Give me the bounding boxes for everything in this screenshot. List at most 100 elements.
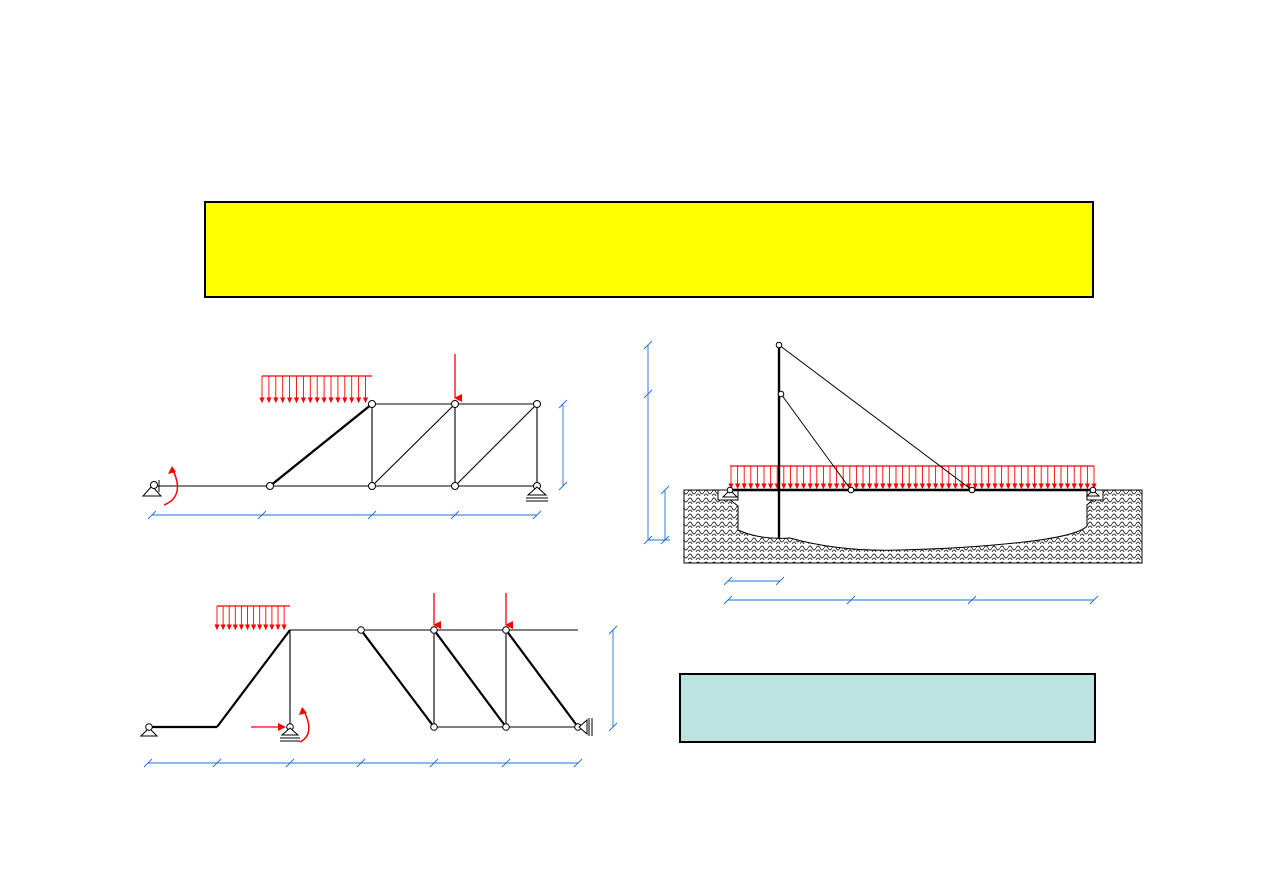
load-arrowhead [259,397,265,404]
load-arrowhead [1078,483,1084,490]
hinge-icon [847,486,855,494]
load-arrowhead [328,397,334,404]
load-arrowhead [232,624,238,631]
load-arrowhead [1065,483,1071,490]
load-arrowhead [919,483,925,490]
load-arrowhead [307,397,313,404]
load-arrowhead [280,397,286,404]
bridge-dimensions [643,340,1099,605]
load-arrowhead [1058,483,1064,490]
load-arrowhead [314,397,320,404]
load-arrowhead [814,483,820,490]
load-arrowhead [1025,483,1031,490]
load-arrowhead [244,624,251,631]
load-arrowhead [873,483,879,490]
load-arrowhead [946,483,952,490]
roller-support-icon [1085,486,1101,497]
load-arrowhead [900,483,906,490]
load-arrowhead [263,624,269,631]
truss-1 [141,354,568,520]
load-arrowhead [269,624,275,631]
hinge-icon [777,390,785,398]
load-arrowhead [741,483,747,490]
load-arrowhead [999,483,1005,490]
horizontal-load-2 [251,723,286,731]
load-arrowhead [840,483,846,490]
load-arrowhead [273,397,279,404]
load-arrowhead [1005,483,1011,490]
load-arrowhead [335,397,341,404]
hinge-icon [451,400,459,408]
load-arrowhead [827,483,833,490]
hinge-icon [968,486,976,494]
load-arrowhead [1084,483,1090,490]
roller-support-icon [526,482,548,502]
load-arrowhead [300,397,306,404]
load-arrowhead [349,397,355,404]
load-arrowhead [972,483,978,490]
load-arrowhead [321,397,327,404]
load-arrowhead [748,483,754,490]
load-arrowhead [913,483,919,490]
load-arrowhead [281,624,287,631]
load-arrowhead [781,483,787,490]
hinge-icon [775,341,783,349]
hinge-icon [533,400,541,408]
load-arrowhead [251,624,257,631]
load-arrowhead [906,483,912,490]
note-box [679,673,1096,743]
load-arrowhead [1012,483,1018,490]
load-arrowhead [1091,483,1097,490]
hinge-icon [502,723,510,731]
load-arrowhead [847,483,853,490]
load-arrowhead [768,483,774,490]
load-arrowhead [992,483,998,490]
load-arrowhead [1051,483,1057,490]
bridge-hinges [775,341,976,494]
distributed-load-1 [259,375,372,404]
load-arrowhead [728,483,734,490]
load-arrowhead [214,624,220,631]
load-arrowhead [761,483,767,490]
hinge-icon [368,400,376,408]
load-arrowhead [807,483,813,490]
hinge-icon [368,482,376,490]
load-arrowhead [926,483,932,490]
hinge-icon [266,482,274,490]
header-box [204,201,1094,298]
load-arrowhead [362,397,369,404]
truss-2 [139,593,618,768]
hinge-icon [357,626,365,634]
load-arrowhead [867,483,873,490]
load-arrowhead [933,483,939,490]
truss-1-hinges [266,400,541,490]
load-arrowhead [939,483,945,490]
load-arrowhead [220,624,226,631]
load-arrowhead [266,397,272,404]
load-arrowhead [754,483,760,490]
truss-2-dimensions [143,625,618,768]
load-arrowhead [1071,483,1077,490]
load-arrowhead [801,483,807,490]
load-arrowhead [1032,483,1038,490]
load-arrowhead [1038,483,1044,490]
load-arrowhead [342,397,348,404]
load-arrowhead [979,483,985,490]
load-arrowhead [275,624,281,631]
hinge-icon [451,482,459,490]
pin-support-icon [139,723,159,737]
abutments [717,489,1104,501]
load-arrowhead [735,483,741,490]
load-arrowhead [226,624,232,631]
fixed-support-icon [578,718,593,736]
load-arrowhead [293,397,300,404]
ground [683,489,1143,564]
moment-arrow-1 [163,466,179,506]
truss-1-members [152,403,538,487]
load-arrowhead [257,624,263,631]
load-arrowhead [886,483,892,490]
truss-1-dimensions [147,399,568,520]
cables [778,344,973,491]
load-arrowhead [880,483,886,490]
